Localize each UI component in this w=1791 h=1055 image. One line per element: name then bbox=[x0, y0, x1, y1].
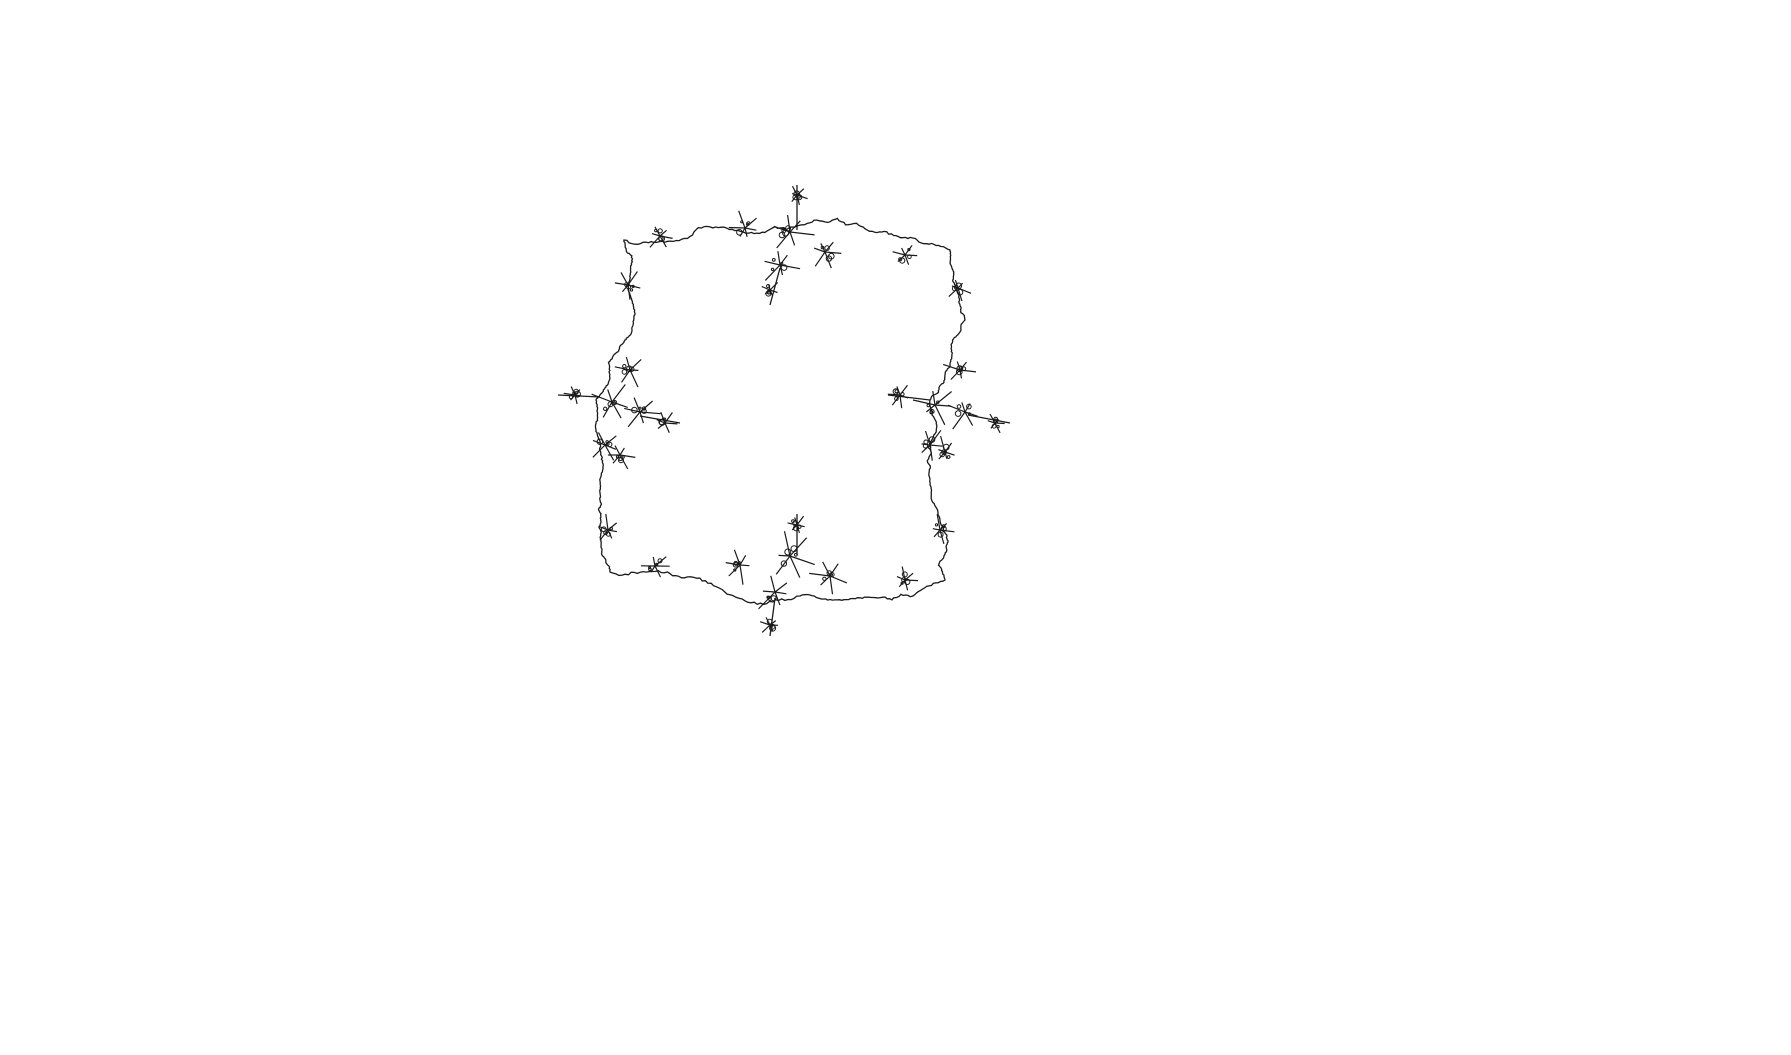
fractal-motif bbox=[775, 531, 815, 578]
fractal-motif bbox=[892, 244, 918, 265]
fractal-motif bbox=[987, 413, 1005, 434]
fractal-motif bbox=[943, 361, 977, 380]
fractal-motif bbox=[624, 397, 661, 428]
fractal-motif bbox=[809, 561, 848, 595]
fractal-motif bbox=[813, 241, 842, 269]
fractal-motif bbox=[896, 566, 919, 591]
fractal-motif bbox=[725, 549, 750, 585]
fractal-motif bbox=[598, 513, 618, 541]
fractal-motif bbox=[887, 384, 909, 409]
fractal-motif bbox=[947, 402, 978, 430]
fractal-motif bbox=[948, 279, 972, 302]
fractal-curve-group bbox=[557, 185, 1011, 637]
fractal-motif bbox=[728, 210, 757, 237]
fractal-motif bbox=[758, 575, 788, 610]
fractal-outline bbox=[594, 217, 966, 606]
fractal-spike bbox=[557, 394, 601, 398]
fractal-motif bbox=[764, 251, 801, 281]
fractal-motif bbox=[607, 445, 636, 470]
fractal-motif bbox=[614, 356, 642, 388]
fractal-motif bbox=[938, 435, 955, 460]
fractal-motif bbox=[563, 386, 581, 405]
fractal-motif bbox=[591, 384, 628, 419]
fractal-motif bbox=[614, 271, 641, 300]
fractal-spike bbox=[967, 414, 1011, 424]
fractal-spike bbox=[769, 267, 781, 306]
fractal-motif bbox=[649, 226, 673, 248]
fractal-motif bbox=[921, 429, 943, 461]
fractal-motif bbox=[791, 185, 808, 206]
fractal-motif bbox=[932, 514, 955, 545]
fractal-motif bbox=[759, 617, 779, 633]
fractal-spike bbox=[639, 415, 681, 424]
fractal-spike bbox=[887, 394, 931, 401]
fractal-spike bbox=[769, 597, 776, 637]
fractal-motif bbox=[773, 214, 815, 249]
fractal-motif bbox=[640, 556, 670, 578]
fractal-motif bbox=[787, 515, 805, 533]
fractal-motif bbox=[592, 432, 617, 461]
